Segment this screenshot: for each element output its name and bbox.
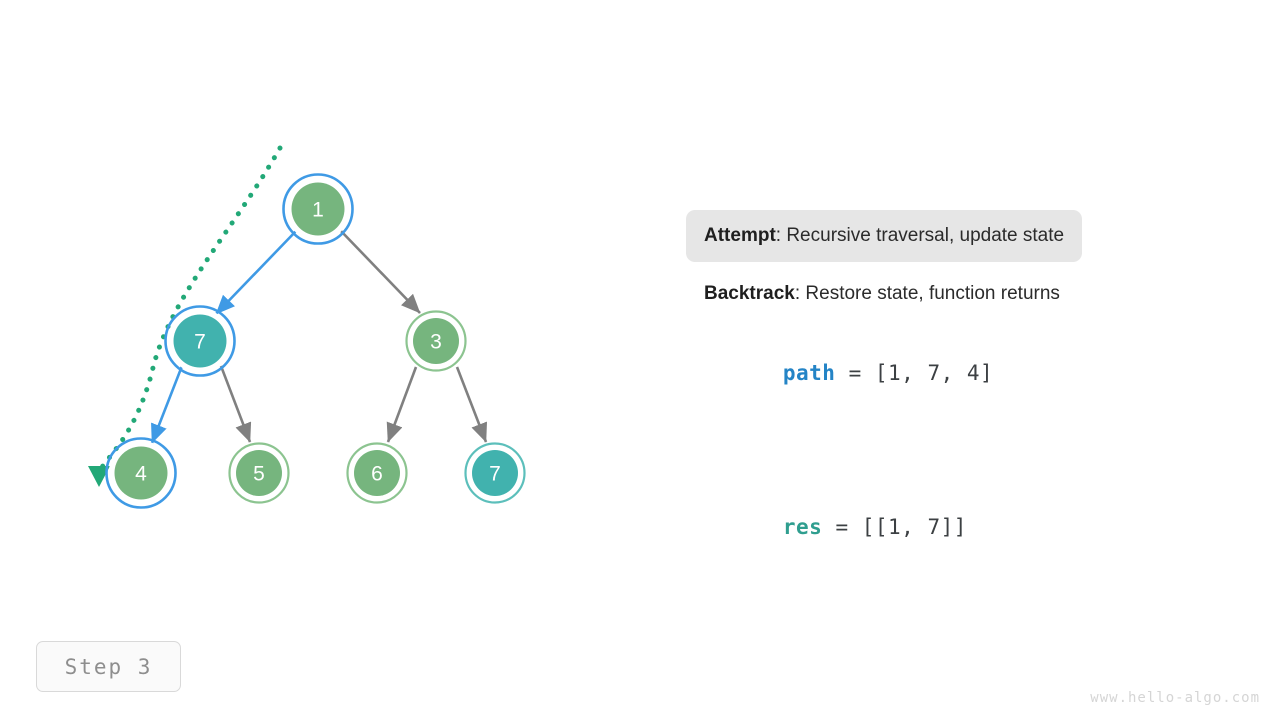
tree-node-1[interactable]: 1	[282, 173, 354, 245]
backtrack-row: Backtrack: Restore state, function retur…	[686, 268, 1206, 320]
tree-node-3-label: 3	[430, 331, 442, 354]
attempt-label: Attempt	[704, 225, 776, 246]
step-badge: Step 3	[36, 641, 181, 692]
attempt-row: Attempt: Recursive traversal, update sta…	[686, 210, 1083, 262]
watermark-text: www.hello-algo.com	[1090, 690, 1260, 706]
tree-node-7-right[interactable]: 7	[464, 442, 526, 504]
res-variable-value: = [[1, 7]]	[822, 515, 967, 540]
recursion-tree-diagram: 1 7 3 4	[88, 145, 526, 509]
edge-7-to-5	[219, 365, 252, 443]
edge-1-to-7	[215, 229, 298, 315]
edge-3-to-7	[455, 366, 488, 443]
tree-node-5-label: 5	[253, 463, 265, 486]
tree-node-1-label: 1	[312, 199, 324, 222]
tree-node-3[interactable]: 3	[405, 310, 467, 372]
res-variable-row: res = [[1, 7]]	[686, 491, 1206, 563]
path-variable-name: path	[782, 361, 836, 386]
step-badge-label: Step 3	[64, 654, 153, 679]
tree-node-7-right-label: 7	[489, 463, 501, 486]
tree-node-5[interactable]: 5	[228, 442, 290, 504]
edge-7-to-4	[150, 365, 184, 444]
backtrack-trace	[88, 145, 283, 487]
path-variable-row: path = [1, 7, 4]	[686, 337, 1206, 409]
res-variable-name: res	[782, 515, 823, 540]
backtrack-label: Backtrack	[704, 282, 795, 304]
tree-node-6[interactable]: 6	[346, 442, 408, 504]
attempt-text: : Recursive traversal, update state	[775, 225, 1065, 246]
backtrack-trace-line	[97, 145, 283, 473]
edge-1-to-3	[339, 229, 421, 314]
tree-node-6-label: 6	[371, 463, 383, 486]
backtrack-text: : Restore state, function returns	[794, 282, 1060, 304]
tree-nodes: 1 7 3 4	[105, 173, 526, 509]
backtrack-trace-arrowhead	[88, 466, 110, 487]
watermark: www.hello-algo.com	[1090, 690, 1260, 706]
tree-node-7-left-label: 7	[194, 331, 206, 354]
path-variable-value: = [1, 7, 4]	[835, 361, 994, 386]
edge-3-to-6	[386, 366, 418, 443]
tree-node-7-left[interactable]: 7	[164, 305, 236, 377]
tree-node-4-label: 4	[135, 463, 147, 486]
info-panel: Attempt: Recursive traversal, update sta…	[686, 210, 1206, 563]
tree-edges	[150, 229, 488, 444]
tree-node-4[interactable]: 4	[105, 437, 177, 509]
